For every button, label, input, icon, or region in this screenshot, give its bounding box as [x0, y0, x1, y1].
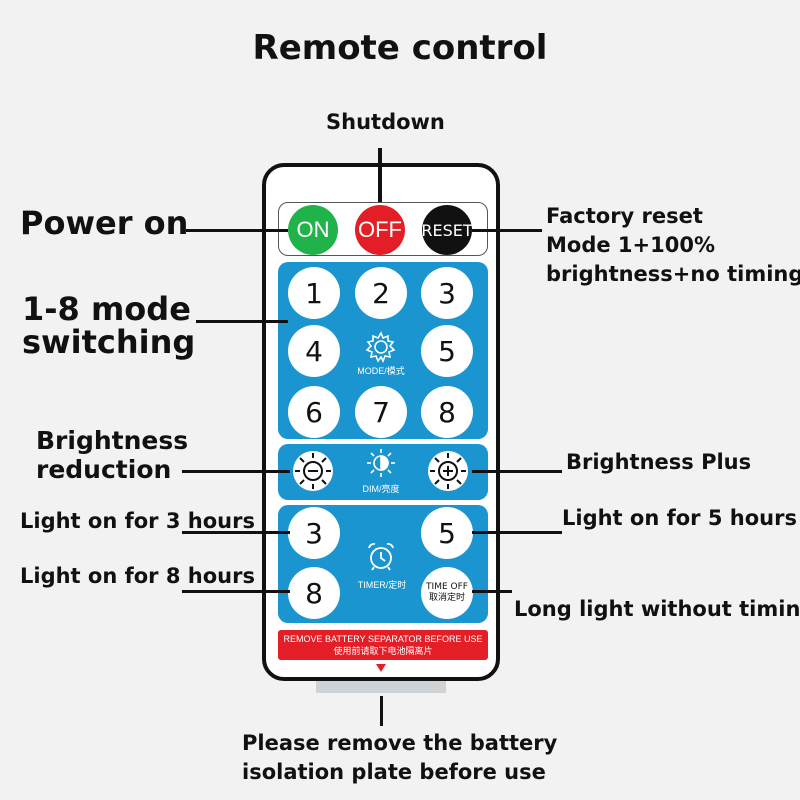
time-off-button[interactable]: TIME OFF 取消定时 [421, 567, 473, 619]
mode-4-button[interactable]: 4 [288, 325, 340, 377]
page-title: Remote control [252, 28, 548, 68]
time-off-label: TIME OFF [426, 582, 468, 592]
label-mode-switching-line2: switching [22, 323, 196, 361]
battery-warning: REMOVE BATTERY SEPARATOR BEFORE USE 使用前请… [278, 630, 488, 660]
leader-line-battery [380, 696, 383, 726]
label-mode-switching-line1: 1-8 mode [22, 290, 191, 328]
dim-caption: DIM/亮度 [362, 484, 400, 494]
timer-3-button[interactable]: 3 [288, 507, 340, 559]
label-long-light: Long light without timing [514, 597, 800, 621]
mode-5-button[interactable]: 5 [421, 325, 473, 377]
off-button[interactable]: OFF [355, 205, 405, 255]
label-brightness-plus: Brightness Plus [566, 450, 752, 474]
leader-line-brightness-plus [472, 470, 562, 473]
mode-6-button[interactable]: 6 [288, 386, 340, 438]
label-light-3h: Light on for 3 hours [20, 509, 255, 533]
mode-1-button[interactable]: 1 [288, 267, 340, 319]
leader-line-mode [196, 320, 288, 323]
label-brightness-reduction-line1: Brightness [36, 426, 189, 455]
label-factory-reset-line3: brightness+no timing [546, 262, 800, 286]
leader-line-brightness-reduction [182, 470, 290, 473]
label-remove-battery-line1: Please remove the battery [242, 731, 558, 755]
label-light-5h: Light on for 5 hours [562, 506, 797, 530]
timer-8-button[interactable]: 8 [288, 567, 340, 619]
leader-line-light-3h [182, 531, 290, 534]
leader-line-shutdown [378, 148, 382, 202]
alarm-clock-icon [368, 543, 394, 571]
timer-5-button[interactable]: 5 [421, 507, 473, 559]
leader-line-power-on [186, 229, 288, 232]
time-off-label-cn: 取消定时 [428, 593, 465, 603]
dim-icon [367, 449, 395, 477]
label-brightness-reduction-line2: reduction [36, 455, 172, 484]
label-shutdown: Shutdown [326, 110, 445, 134]
leader-line-light-5h [472, 531, 562, 534]
on-button[interactable]: ON [288, 205, 338, 255]
mode-8-button[interactable]: 8 [421, 386, 473, 438]
brightness-minus-icon[interactable] [289, 447, 337, 495]
arrow-down-icon [376, 664, 386, 672]
label-light-8h: Light on for 8 hours [20, 564, 255, 588]
leader-line-long-light [472, 590, 512, 593]
leader-line-light-8h [182, 590, 290, 593]
battery-warning-en: REMOVE BATTERY SEPARATOR BEFORE USE [283, 634, 483, 644]
battery-tab[interactable] [316, 681, 446, 693]
reset-button[interactable]: RESET [421, 205, 473, 255]
mode-caption: MODE/模式 [357, 366, 405, 376]
mode-3-button[interactable]: 3 [421, 267, 473, 319]
mode-2-button[interactable]: 2 [355, 267, 407, 319]
label-factory-reset: Factory reset [546, 204, 703, 228]
mode-7-button[interactable]: 7 [355, 386, 407, 438]
brightness-plus-icon[interactable] [424, 447, 472, 495]
battery-warning-cn: 使用前请取下电池隔离片 [333, 646, 433, 656]
label-power-on: Power on [20, 204, 189, 242]
leader-line-factory-reset [472, 229, 542, 232]
timer-caption: TIMER/定时 [357, 580, 407, 590]
label-factory-reset-line2: Mode 1+100% [546, 233, 715, 257]
gear-icon [365, 331, 396, 363]
label-remove-battery-line2: isolation plate before use [242, 760, 546, 784]
